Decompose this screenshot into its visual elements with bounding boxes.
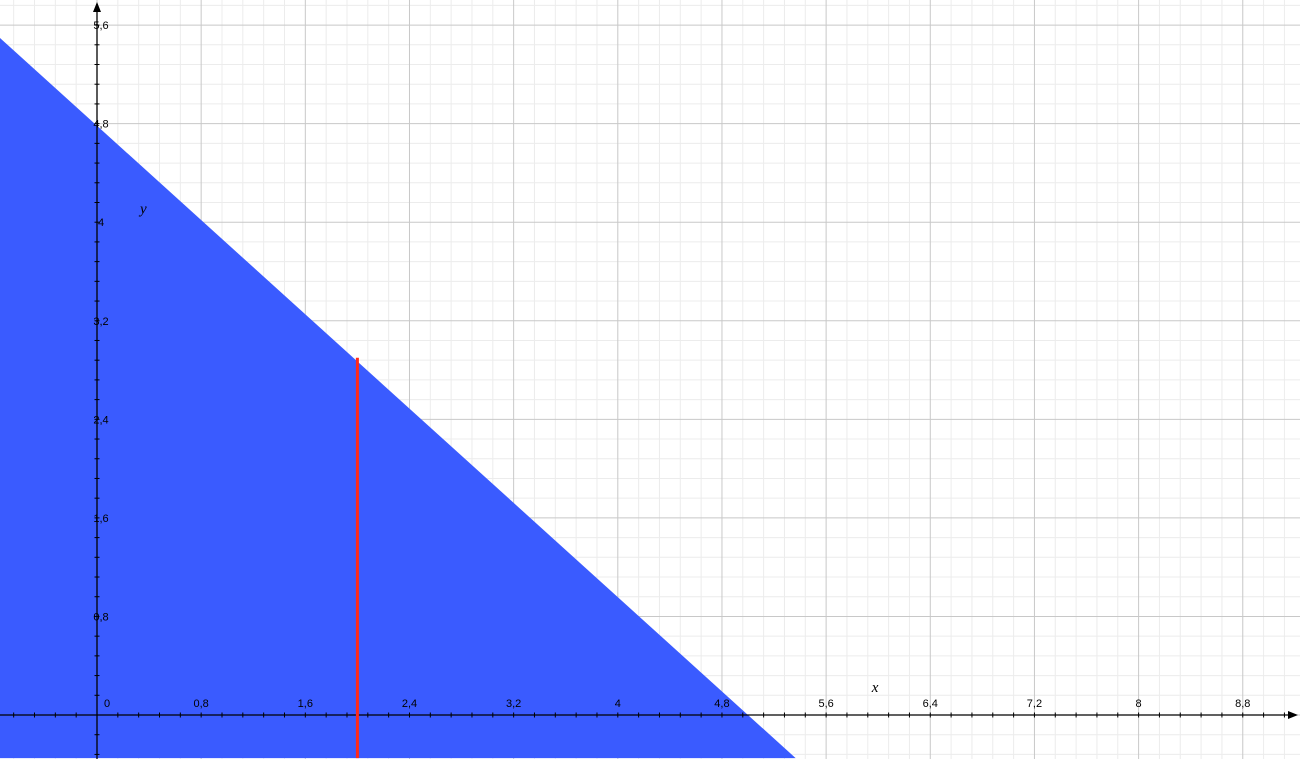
y-tick-label: 2,4 — [93, 414, 108, 426]
shaded-region — [0, 37, 796, 759]
x-axis-label: x — [871, 680, 879, 696]
tick-labels: 0 0,8 1,6 2,4 3,2 4 4,8 5,6 6,4 7,2 8 8,8 0,8 1,6 2,4 3… — [93, 20, 1250, 710]
x-axis-arrow — [1288, 711, 1298, 719]
y-axis-label: y — [138, 202, 147, 218]
y-axis-arrow — [93, 2, 101, 12]
x-tick-label: 1,6 — [298, 698, 313, 710]
x-tick-label: 0 — [104, 698, 110, 710]
y-tick-label: 0,8 — [93, 611, 108, 623]
y-tick-label: 4 — [98, 217, 104, 229]
x-tick-label: 3,2 — [506, 698, 521, 710]
x-tick-label: 5,6 — [818, 698, 833, 710]
x-tick-label: 4 — [615, 698, 621, 710]
x-tick-label: 7,2 — [1027, 698, 1042, 710]
y-tick-label: 3,2 — [93, 316, 108, 328]
x-tick-label: 6,4 — [923, 698, 938, 710]
x-tick-label: 4,8 — [714, 698, 729, 710]
x-tick-label: 0,8 — [194, 698, 209, 710]
y-tick-label: 5,6 — [93, 20, 108, 32]
x-tick-label: 8 — [1136, 698, 1142, 710]
y-tick-label: 4,8 — [93, 119, 108, 131]
y-tick-label: 1,6 — [93, 513, 108, 525]
x-tick-label: 2,4 — [402, 698, 417, 710]
x-tick-label: 8,8 — [1235, 698, 1250, 710]
